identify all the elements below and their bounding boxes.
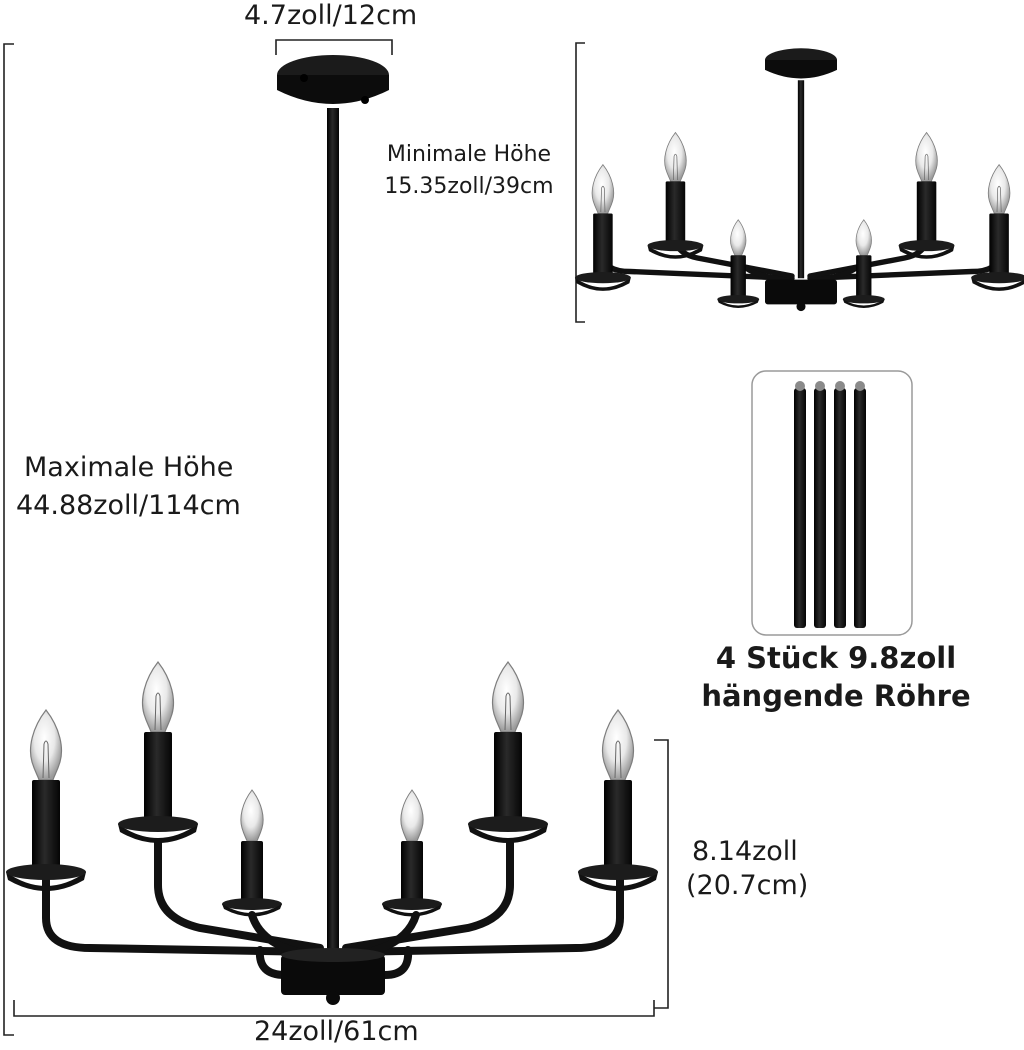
compact-chandelier	[574, 48, 1024, 312]
hanging-tubes-subtitle: hängende Röhre	[701, 679, 971, 713]
main-chandelier	[5, 55, 659, 1005]
hanging-tube-icons	[794, 381, 866, 628]
body-height-cm: (20.7cm)	[686, 870, 809, 901]
hanging-tubes-title: 4 Stück 9.8zoll	[715, 641, 957, 675]
overall-width-label: 24zoll/61cm	[254, 1016, 419, 1047]
min-height-value: 15.35zoll/39cm	[384, 174, 554, 199]
hanging-tubes-box	[751, 370, 913, 636]
body-height-value: 8.14zoll	[692, 836, 798, 867]
min-height-title: Minimale Höhe	[386, 142, 552, 167]
max-height-value: 44.88zoll/114cm	[16, 490, 241, 521]
max-height-title: Maximale Höhe	[24, 452, 234, 483]
dimension-lines	[3, 39, 669, 1036]
canopy-width-label: 4.7zoll/12cm	[244, 0, 418, 31]
